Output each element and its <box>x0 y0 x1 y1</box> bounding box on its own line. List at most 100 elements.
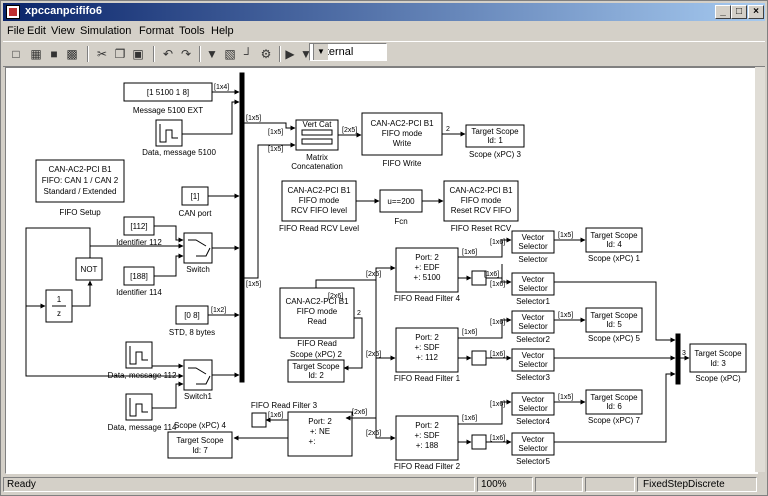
data-112-block[interactable] <box>125 341 153 369</box>
terminator-filter-1[interactable] <box>471 350 487 366</box>
scope-xpc-block[interactable] <box>689 343 747 373</box>
app-icon <box>6 5 20 19</box>
fifo-read-filter-1-block[interactable] <box>395 327 459 373</box>
selector4-line-2: Selector <box>518 404 548 413</box>
maximize-button[interactable]: □ <box>731 5 747 19</box>
fcn-label: Fcn <box>394 217 407 226</box>
selector3-label: Selector3 <box>516 373 550 382</box>
filter-1-line-2: +: SDF <box>414 343 439 352</box>
selector1-line-1: Vector <box>522 275 545 284</box>
play-icon[interactable]: ▶ <box>285 47 295 61</box>
status-text: Ready <box>7 479 36 490</box>
fifo-read-filter-2-block[interactable] <box>395 415 459 461</box>
scope-xpc-5-line-2: Id: 5 <box>606 320 622 329</box>
open-icon[interactable]: ▦ <box>30 47 42 61</box>
signal-label: [1x4] <box>214 84 229 91</box>
minimize-button[interactable]: _ <box>715 5 731 19</box>
scope-xpc-2-block[interactable] <box>287 359 345 383</box>
simulation-mode-dropdown[interactable]: External ▼ <box>309 43 387 61</box>
menu-tools[interactable]: Tools <box>179 25 205 37</box>
data-5100-block[interactable] <box>155 119 183 147</box>
switch-block[interactable] <box>183 232 213 264</box>
filter-4-line-1: Port: 2 <box>415 253 439 262</box>
print-icon[interactable]: ▩ <box>66 47 78 61</box>
copy-icon[interactable]: ❐ <box>114 47 126 61</box>
scope-xpc-7-block[interactable] <box>585 389 643 415</box>
close-button[interactable]: × <box>748 5 764 19</box>
selector-line-1: Vector <box>522 233 545 242</box>
fifo-read-filter-4-block[interactable] <box>395 247 459 293</box>
scope-xpc-3-block[interactable] <box>465 124 525 148</box>
filter-2-line-2: +: SDF <box>414 431 439 440</box>
menu-help[interactable]: Help <box>211 25 234 37</box>
toolbar-separator <box>87 46 89 62</box>
debug-icon[interactable]: ┘ <box>243 47 253 61</box>
menu-view[interactable]: View <box>51 25 75 37</box>
terminator-filter-2[interactable] <box>471 434 487 450</box>
data-114-label: Data, message 114 <box>108 423 177 432</box>
fifo-read-block[interactable] <box>279 287 355 339</box>
scope-xpc-line-2: Id: 3 <box>710 359 726 368</box>
new-icon[interactable]: □ <box>12 47 20 61</box>
signal-label: [1x6] <box>490 239 505 246</box>
signal-label: [1x5] <box>558 312 573 319</box>
selector5-block[interactable] <box>511 432 555 456</box>
scope-xpc-4-block[interactable] <box>167 431 233 459</box>
undo-icon[interactable]: ↶ <box>162 47 174 61</box>
scope-xpc-3-line-2: Id: 1 <box>487 136 503 145</box>
scope-xpc-1-block[interactable] <box>585 227 643 253</box>
switch1-block[interactable] <box>183 359 213 391</box>
cut-icon[interactable]: ✂ <box>96 47 108 61</box>
save-icon[interactable]: ■ <box>50 47 58 61</box>
filter-3-line-2: +: NE <box>310 427 330 436</box>
stop-icon[interactable]: ▼ <box>300 47 312 61</box>
fifo-read-filter-3-block[interactable] <box>287 411 353 457</box>
scope-xpc-5-label: Scope (xPC) 5 <box>588 334 641 343</box>
signal-label: [1x5] <box>268 146 283 153</box>
signal-label: [1x6] <box>490 435 505 442</box>
scope-xpc-label: Scope (xPC) <box>695 374 741 383</box>
selector2-block[interactable] <box>511 310 555 334</box>
menu-simulation[interactable]: Simulation <box>80 25 132 37</box>
signal-label: [2x6] <box>366 351 381 358</box>
vertical-scrollbar[interactable] <box>755 67 765 472</box>
not-block[interactable] <box>75 257 103 281</box>
fifo-reset-rcv-block[interactable] <box>443 180 519 222</box>
selector-block[interactable] <box>511 230 555 254</box>
menu-format[interactable]: Format <box>139 25 174 37</box>
redo-icon[interactable]: ↷ <box>180 47 192 61</box>
zoom-cell <box>477 477 533 492</box>
fifo-setup-line-1: CAN-AC2-PCI B1 <box>48 165 112 174</box>
toolbar-separator <box>279 46 281 62</box>
signal-label: [2x6] <box>352 409 367 416</box>
selector3-block[interactable] <box>511 348 555 372</box>
menu-edit[interactable]: Edit <box>27 25 46 37</box>
mux-top[interactable] <box>239 72 245 174</box>
mux-main[interactable] <box>239 169 245 383</box>
terminator-filter-3[interactable] <box>251 412 267 428</box>
mux-right[interactable] <box>675 333 681 385</box>
scope-xpc-3-label: Scope (xPC) 3 <box>469 150 522 159</box>
model-explorer-icon[interactable]: ▧ <box>224 47 236 61</box>
block-icon[interactable]: ⚙ <box>260 47 272 61</box>
chevron-down-icon[interactable]: ▼ <box>313 44 328 60</box>
fifo-setup-block[interactable] <box>35 159 125 203</box>
fifo-setup-label: FIFO Setup <box>59 208 101 217</box>
paste-icon[interactable]: ▣ <box>132 47 144 61</box>
selector1-block[interactable] <box>511 272 555 296</box>
library-icon[interactable]: ▼ <box>206 47 218 61</box>
scope-xpc-5-block[interactable] <box>585 307 643 333</box>
filter-4-line-3: +: 5100 <box>414 273 441 282</box>
model-canvas[interactable]: [1 5100 1 8] Message 5100 EXT Data, mess… <box>5 67 758 474</box>
toolbar: □ ▦ ■ ▩ ✂ ❐ ▣ ↶ ↷ ▼ ▧ ┘ ⚙ ▶ ▼ <box>3 41 765 67</box>
status-cell <box>3 477 475 492</box>
selector4-block[interactable] <box>511 392 555 416</box>
selector5-label: Selector5 <box>516 457 550 466</box>
data-114-block[interactable] <box>125 393 153 421</box>
menu-file[interactable]: File <box>7 25 25 37</box>
title-bar[interactable]: xpccanpcififo6 _ □ × <box>3 3 765 21</box>
vertcat-label-2: Concatenation <box>291 162 343 171</box>
filter-3-label: FIFO Read Filter 3 <box>251 401 318 410</box>
fifo-setup-line-3: Standard / Extended <box>44 187 117 196</box>
scope-xpc-1-label: Scope (xPC) 1 <box>588 254 641 263</box>
